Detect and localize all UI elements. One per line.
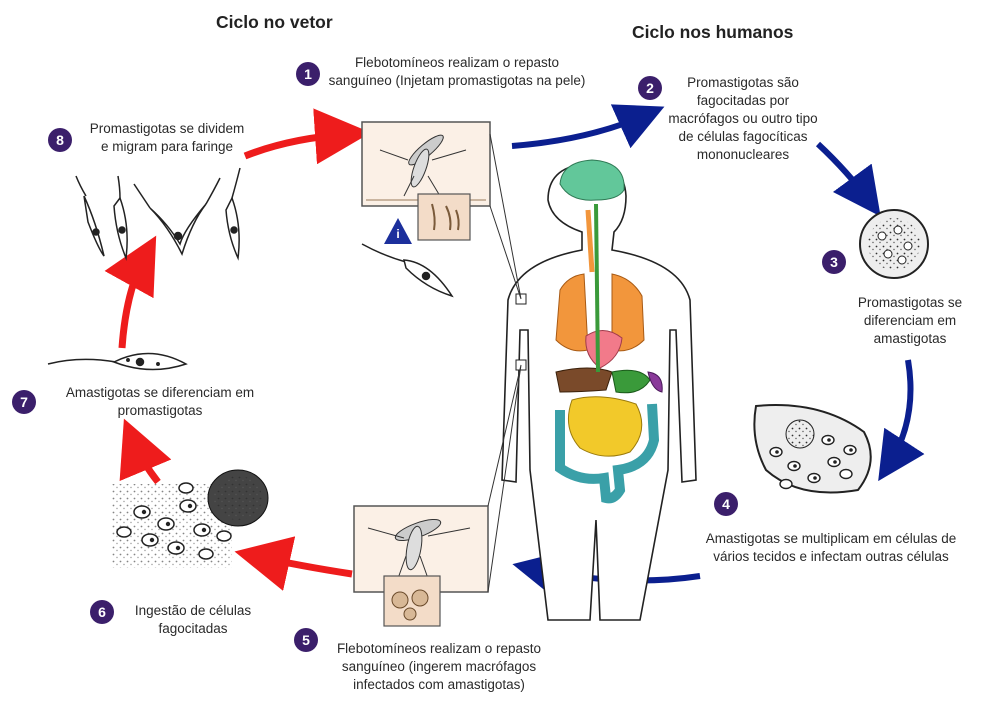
step-badge-5: 5	[294, 628, 318, 652]
step-badge-7: 7	[12, 390, 36, 414]
arrow-7-to-8	[122, 254, 146, 348]
step-label-3: Promastigotas se diferenciam em amastigo…	[846, 294, 974, 348]
vector-cycle-title: Ciclo no vetor	[216, 12, 333, 33]
step-label-8: Promastigotas se dividem e migram para f…	[88, 120, 246, 156]
step-label-5: Flebotomíneos realizam o repasto sanguín…	[326, 640, 552, 694]
step-label-2: Promastigotas são fagocitadas por macróf…	[668, 74, 818, 164]
step-badge-1: 1	[296, 62, 320, 86]
promastigote-illustration	[362, 244, 452, 296]
sandfly-bite-panel	[362, 122, 490, 240]
multiplying-amastigotes-illustration	[754, 405, 870, 492]
arrow-2-to-3	[818, 144, 870, 202]
step-badge-4: 4	[714, 492, 738, 516]
step-badge-3: 3	[822, 250, 846, 274]
infected-macrophage-illustration	[860, 210, 928, 278]
arrow-5-to-6	[255, 556, 352, 574]
step-label-1: Flebotomíneos realizam o repasto sanguín…	[326, 54, 588, 90]
arrow-8-to-1	[245, 134, 350, 156]
human-body-illustration	[488, 134, 696, 620]
step-badge-8: 8	[48, 128, 72, 152]
arrow-1-to-2	[512, 114, 648, 146]
step-badge-2: 2	[638, 76, 662, 100]
step-badge-6: 6	[90, 600, 114, 624]
esophagus	[596, 204, 598, 372]
brain	[560, 160, 624, 200]
ingested-cells-illustration	[112, 470, 268, 568]
step-label-6: Ingestão de células fagocitadas	[118, 602, 268, 638]
infective-stage-letter: i	[392, 227, 404, 241]
promastigotes-dividing-illustration	[76, 168, 240, 258]
transforming-promastigote-illustration	[48, 353, 186, 369]
human-cycle-title: Ciclo nos humanos	[632, 22, 793, 43]
liver	[556, 368, 612, 392]
arrow-6-to-7	[132, 438, 158, 482]
arrow-3-to-4	[888, 360, 911, 466]
step-label-4: Amastigotas se multiplicam em células de…	[696, 530, 966, 566]
step-label-7: Amastigotas se diferenciam em promastigo…	[42, 384, 278, 420]
small-intestine	[568, 397, 641, 456]
sandfly-ingest-panel	[354, 506, 488, 626]
